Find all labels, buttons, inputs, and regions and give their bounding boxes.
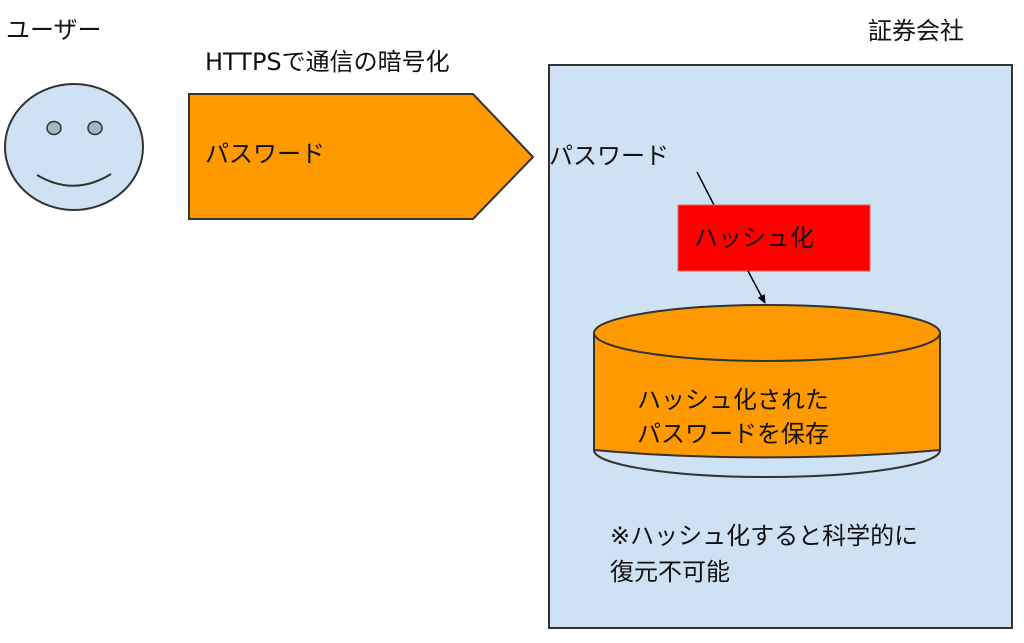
user-label: ユーザー (6, 16, 102, 44)
https-arrow-shape (188, 93, 535, 220)
smile-mouth (36, 173, 112, 187)
smiley-face-icon (4, 83, 144, 211)
face-circle (4, 83, 144, 211)
arrow-to-database (747, 270, 766, 304)
hash-step-label: ハッシュ化 (694, 224, 814, 252)
database-label: ハッシュ化された パスワードを保存 (637, 386, 829, 448)
cylinder-body (593, 333, 941, 459)
https-label: HTTPSで通信の暗号化 (205, 48, 450, 76)
cylinder-top (593, 304, 941, 362)
database-cylinder-icon (593, 304, 941, 478)
right-eye (87, 120, 103, 136)
cylinder-bottom (593, 449, 941, 478)
irreversibility-note: ※ハッシュ化すると科学的に 復元不可能 (610, 522, 919, 586)
arrow-password-label: パスワード (205, 140, 325, 168)
server-password-label: パスワード (549, 142, 669, 170)
connector-line (696, 171, 715, 206)
left-eye (46, 120, 62, 136)
company-label: 証券会社 (868, 17, 964, 45)
hash-box (677, 204, 871, 272)
